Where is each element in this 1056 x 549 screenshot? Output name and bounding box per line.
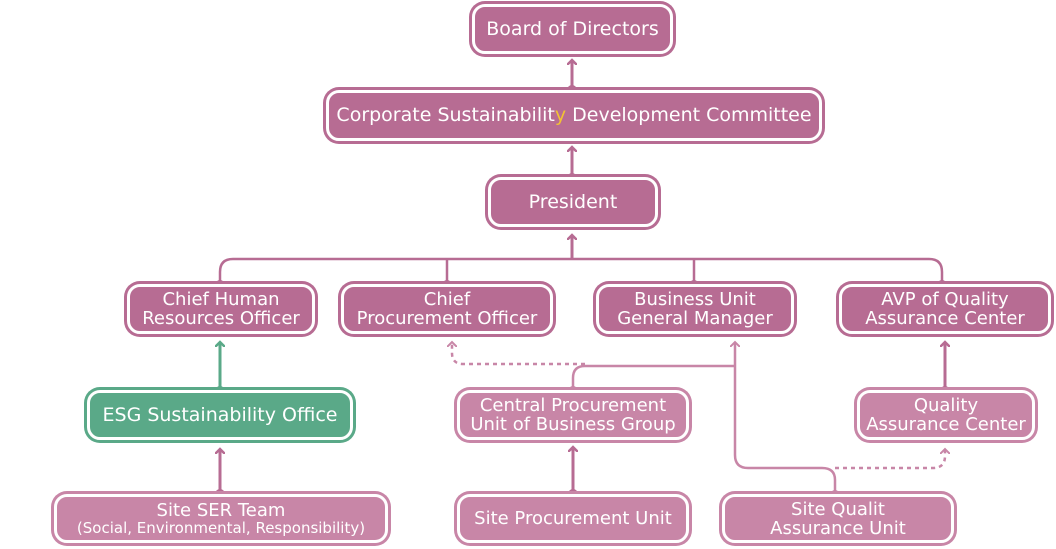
node-label-line2: Resources Officer: [142, 308, 300, 329]
node-label: President: [528, 190, 618, 213]
connector-cpu-bugm: [571, 364, 735, 391]
node-label-line2: (Social, Environmental, Responsibility): [76, 518, 366, 537]
node-label: Board of Directors: [486, 17, 659, 40]
connector-officers-bus: [218, 257, 944, 284]
node-site-procurement-unit: Site Procurement Unit: [457, 494, 689, 543]
node-label-line2: Assurance Center: [865, 308, 1025, 329]
node-central-procurement-unit: Central Procurement Unit of Business Gro…: [457, 390, 689, 440]
node-label-line2: Unit of Business Group: [470, 414, 676, 435]
node-label-line1: Central Procurement: [479, 395, 667, 416]
node-label-line2: General Manager: [617, 308, 773, 329]
node-label-line1: Site SER Team: [156, 499, 286, 521]
node-president: President: [488, 177, 658, 227]
node-esg-sustainability-office: ESG Sustainability Office: [87, 390, 353, 440]
node-label: ESG Sustainability Office: [102, 403, 338, 426]
node-label-line1: Chief Human: [162, 289, 280, 310]
node-sustainability-committee: Corporate Sustainability Development Com…: [326, 90, 822, 141]
node-label: Site Procurement Unit: [474, 508, 672, 529]
node-site-quality-assurance-unit: Site Qualit Assurance Unit: [722, 494, 954, 543]
node-label-line2: Assurance Center: [866, 414, 1026, 435]
node-chief-procurement-officer: Chief Procurement Officer: [341, 284, 553, 334]
node-label: Corporate Sustainability Development Com…: [336, 104, 812, 126]
node-label-line2: Procurement Officer: [356, 308, 538, 329]
node-site-ser-team: Site SER Team (Social, Environmental, Re…: [54, 494, 388, 543]
node-avp-quality-assurance-center: AVP of Quality Assurance Center: [839, 284, 1051, 334]
node-business-unit-general-manager: Business Unit General Manager: [596, 284, 794, 334]
node-quality-assurance-center: Quality Assurance Center: [857, 390, 1035, 440]
node-label-line2: Assurance Unit: [770, 517, 906, 539]
connector-dotted-squ-qac: [835, 449, 945, 470]
node-board-of-directors: Board of Directors: [472, 4, 673, 54]
node-label-line1: Chief: [423, 289, 471, 310]
connector-dotted-cpu-cpo: [452, 342, 585, 366]
connector-squ-bugm: [735, 342, 837, 495]
highlighted-letter: y: [554, 104, 567, 126]
node-label-line1: AVP of Quality: [881, 289, 1009, 310]
node-chief-human-resources-officer: Chief Human Resources Officer: [127, 284, 315, 334]
node-label-line1: Site Qualit: [791, 498, 885, 520]
node-label-line1: Quality: [913, 395, 979, 416]
node-label-line1: Business Unit: [634, 289, 756, 310]
